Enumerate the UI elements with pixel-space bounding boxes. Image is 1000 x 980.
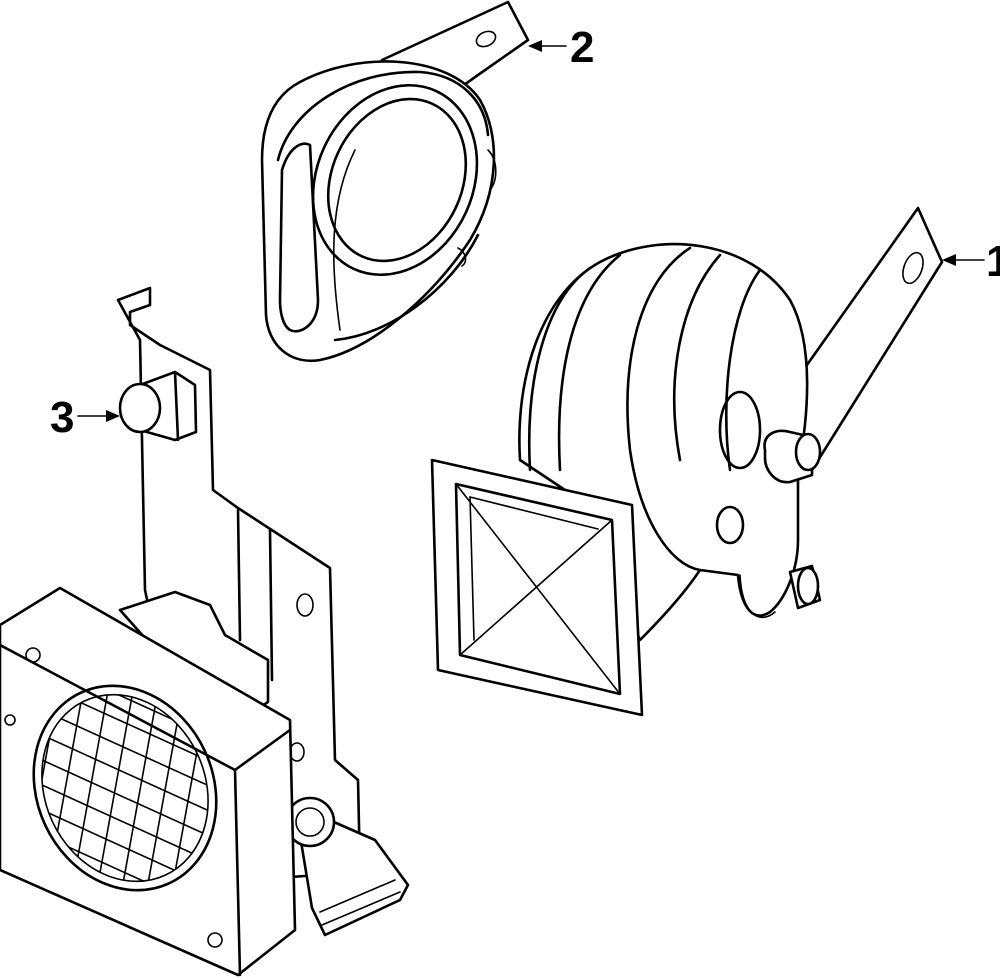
callout-label-1: 1 [986, 237, 1000, 286]
callout-1: 1 [942, 237, 1000, 286]
arrow-left-icon [528, 40, 542, 52]
callout-2: 2 [528, 23, 594, 72]
callout-label-3: 3 [50, 393, 74, 442]
callout-label-2: 2 [570, 23, 594, 72]
arrow-left-icon [942, 254, 956, 266]
part-1-horn[interactable] [430, 206, 944, 717]
callout-3: 3 [50, 393, 120, 442]
part-2-horn[interactable] [260, 0, 530, 363]
part-3-bracket-speaker[interactable] [0, 286, 410, 977]
arrow-right-icon [106, 410, 120, 422]
